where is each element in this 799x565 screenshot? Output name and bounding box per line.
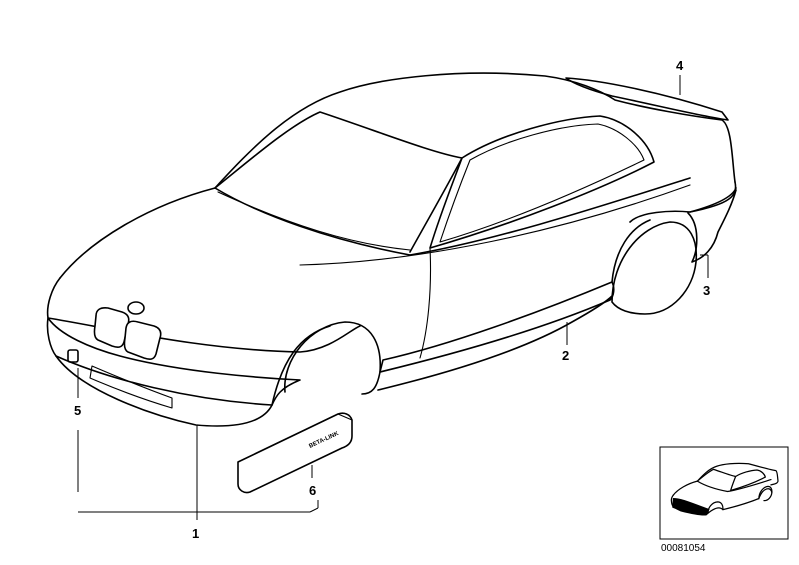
rear-wheel-arch [611,219,651,283]
front-wheel-arch [271,325,331,406]
callout-5[interactable]: 5 [74,403,81,418]
callout-6[interactable]: 6 [309,483,316,498]
fog-light-cover[interactable] [67,349,79,363]
front-bumper-lower [55,355,273,427]
car-body-outline [59,72,736,279]
callout-3[interactable]: 3 [703,283,710,298]
door-line [419,247,432,359]
rear-bumper-trim[interactable] [687,187,737,263]
callout-4[interactable]: 4 [676,58,684,73]
side-skirt-lower [377,295,613,391]
badge-body [237,412,353,494]
callout-numbers: 1 2 3 4 5 6 [74,58,710,541]
leader-lines [77,75,709,520]
front-wheel [284,321,382,395]
rear-wheel [611,221,698,315]
reference-number: 00081054 [661,543,706,554]
shoulder-line [299,184,691,266]
windshield-base [217,191,411,251]
side-window-inner [439,123,645,243]
kidney-grille-left [93,307,130,348]
car-illustration [46,72,737,427]
badge-top-face [237,413,353,463]
thumbnail-box: 00081054 [659,446,789,554]
front-end [46,277,361,353]
front-bumper[interactable] [46,317,301,406]
hood-line [214,187,411,256]
callout-1[interactable]: 1 [192,526,199,541]
thumbnail-frame [659,446,789,540]
side-skirt[interactable] [379,281,615,373]
callout-2[interactable]: 2 [562,348,569,363]
thumbnail-car [670,462,779,516]
side-window-outer [429,115,655,249]
hood-emblem [127,301,145,315]
front-bumper-strip [89,365,173,409]
belt-line [409,177,691,256]
badge-part[interactable]: BETA-LINK [237,412,353,494]
kidney-grille-right [123,320,162,360]
windshield-frame [214,111,463,253]
rear-spoiler[interactable] [565,77,729,121]
